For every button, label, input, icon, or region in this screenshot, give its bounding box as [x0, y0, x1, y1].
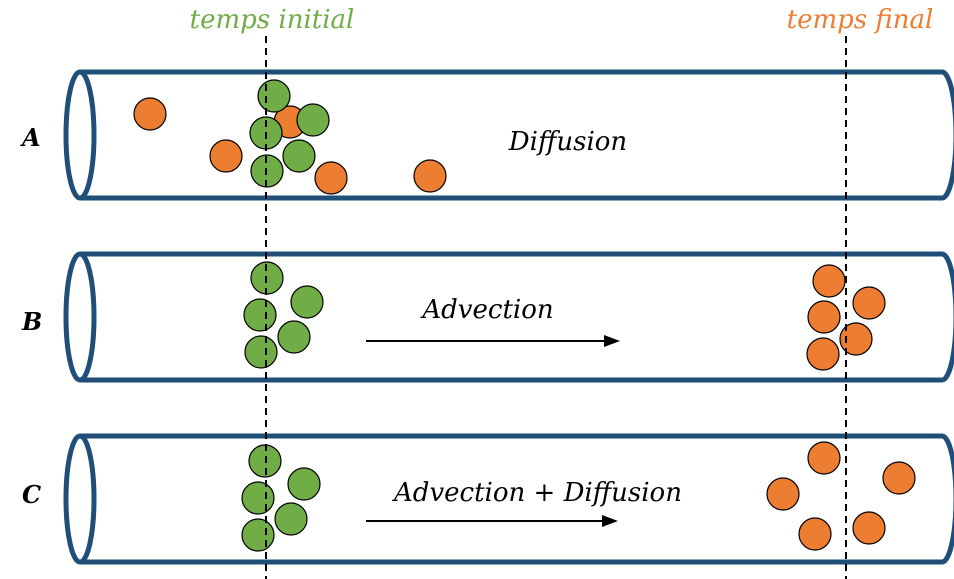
green-particle [282, 139, 316, 173]
orange-particle [806, 337, 840, 371]
orange-particle [812, 264, 846, 298]
green-particle [241, 518, 275, 552]
green-particle [290, 285, 324, 319]
orange-particle [839, 322, 873, 356]
green-particle [274, 502, 308, 536]
green-particle [277, 320, 311, 354]
orange-particle [766, 477, 800, 511]
process-label: Advection [420, 295, 553, 325]
temps-initial-label: temps initial [190, 5, 355, 35]
orange-particle [209, 139, 243, 173]
particles-c [241, 441, 916, 552]
particles-b [243, 261, 886, 371]
direction-arrow [366, 515, 618, 527]
tube-a [63, 69, 954, 201]
orange-particle [807, 441, 841, 475]
orange-particle [852, 286, 886, 320]
tube-b [63, 251, 954, 383]
row-b: B Advection [21, 251, 954, 383]
temps-final-label: temps final [787, 5, 934, 35]
orange-particle [798, 517, 832, 551]
process-label: Diffusion [508, 127, 627, 157]
green-particle [257, 79, 291, 113]
green-particle [287, 467, 321, 501]
green-particle [244, 335, 278, 369]
row-a: A Diffusion [20, 69, 954, 201]
orange-particle [882, 461, 916, 495]
green-particle [296, 103, 330, 137]
orange-particle [852, 511, 886, 545]
direction-arrow [366, 335, 620, 347]
orange-particle [807, 300, 841, 334]
orange-particle [413, 159, 447, 193]
green-particle [243, 298, 277, 332]
orange-particle [133, 97, 167, 131]
tube-c [63, 433, 954, 565]
row-letter: B [21, 307, 42, 336]
row-letter: A [20, 123, 41, 152]
row-letter: C [22, 480, 41, 509]
row-c: C Advection + Diffusion [22, 433, 954, 565]
green-particle [241, 481, 275, 515]
orange-particle [314, 161, 348, 195]
particles-a [133, 79, 447, 195]
process-label: Advection + Diffusion [392, 478, 682, 508]
